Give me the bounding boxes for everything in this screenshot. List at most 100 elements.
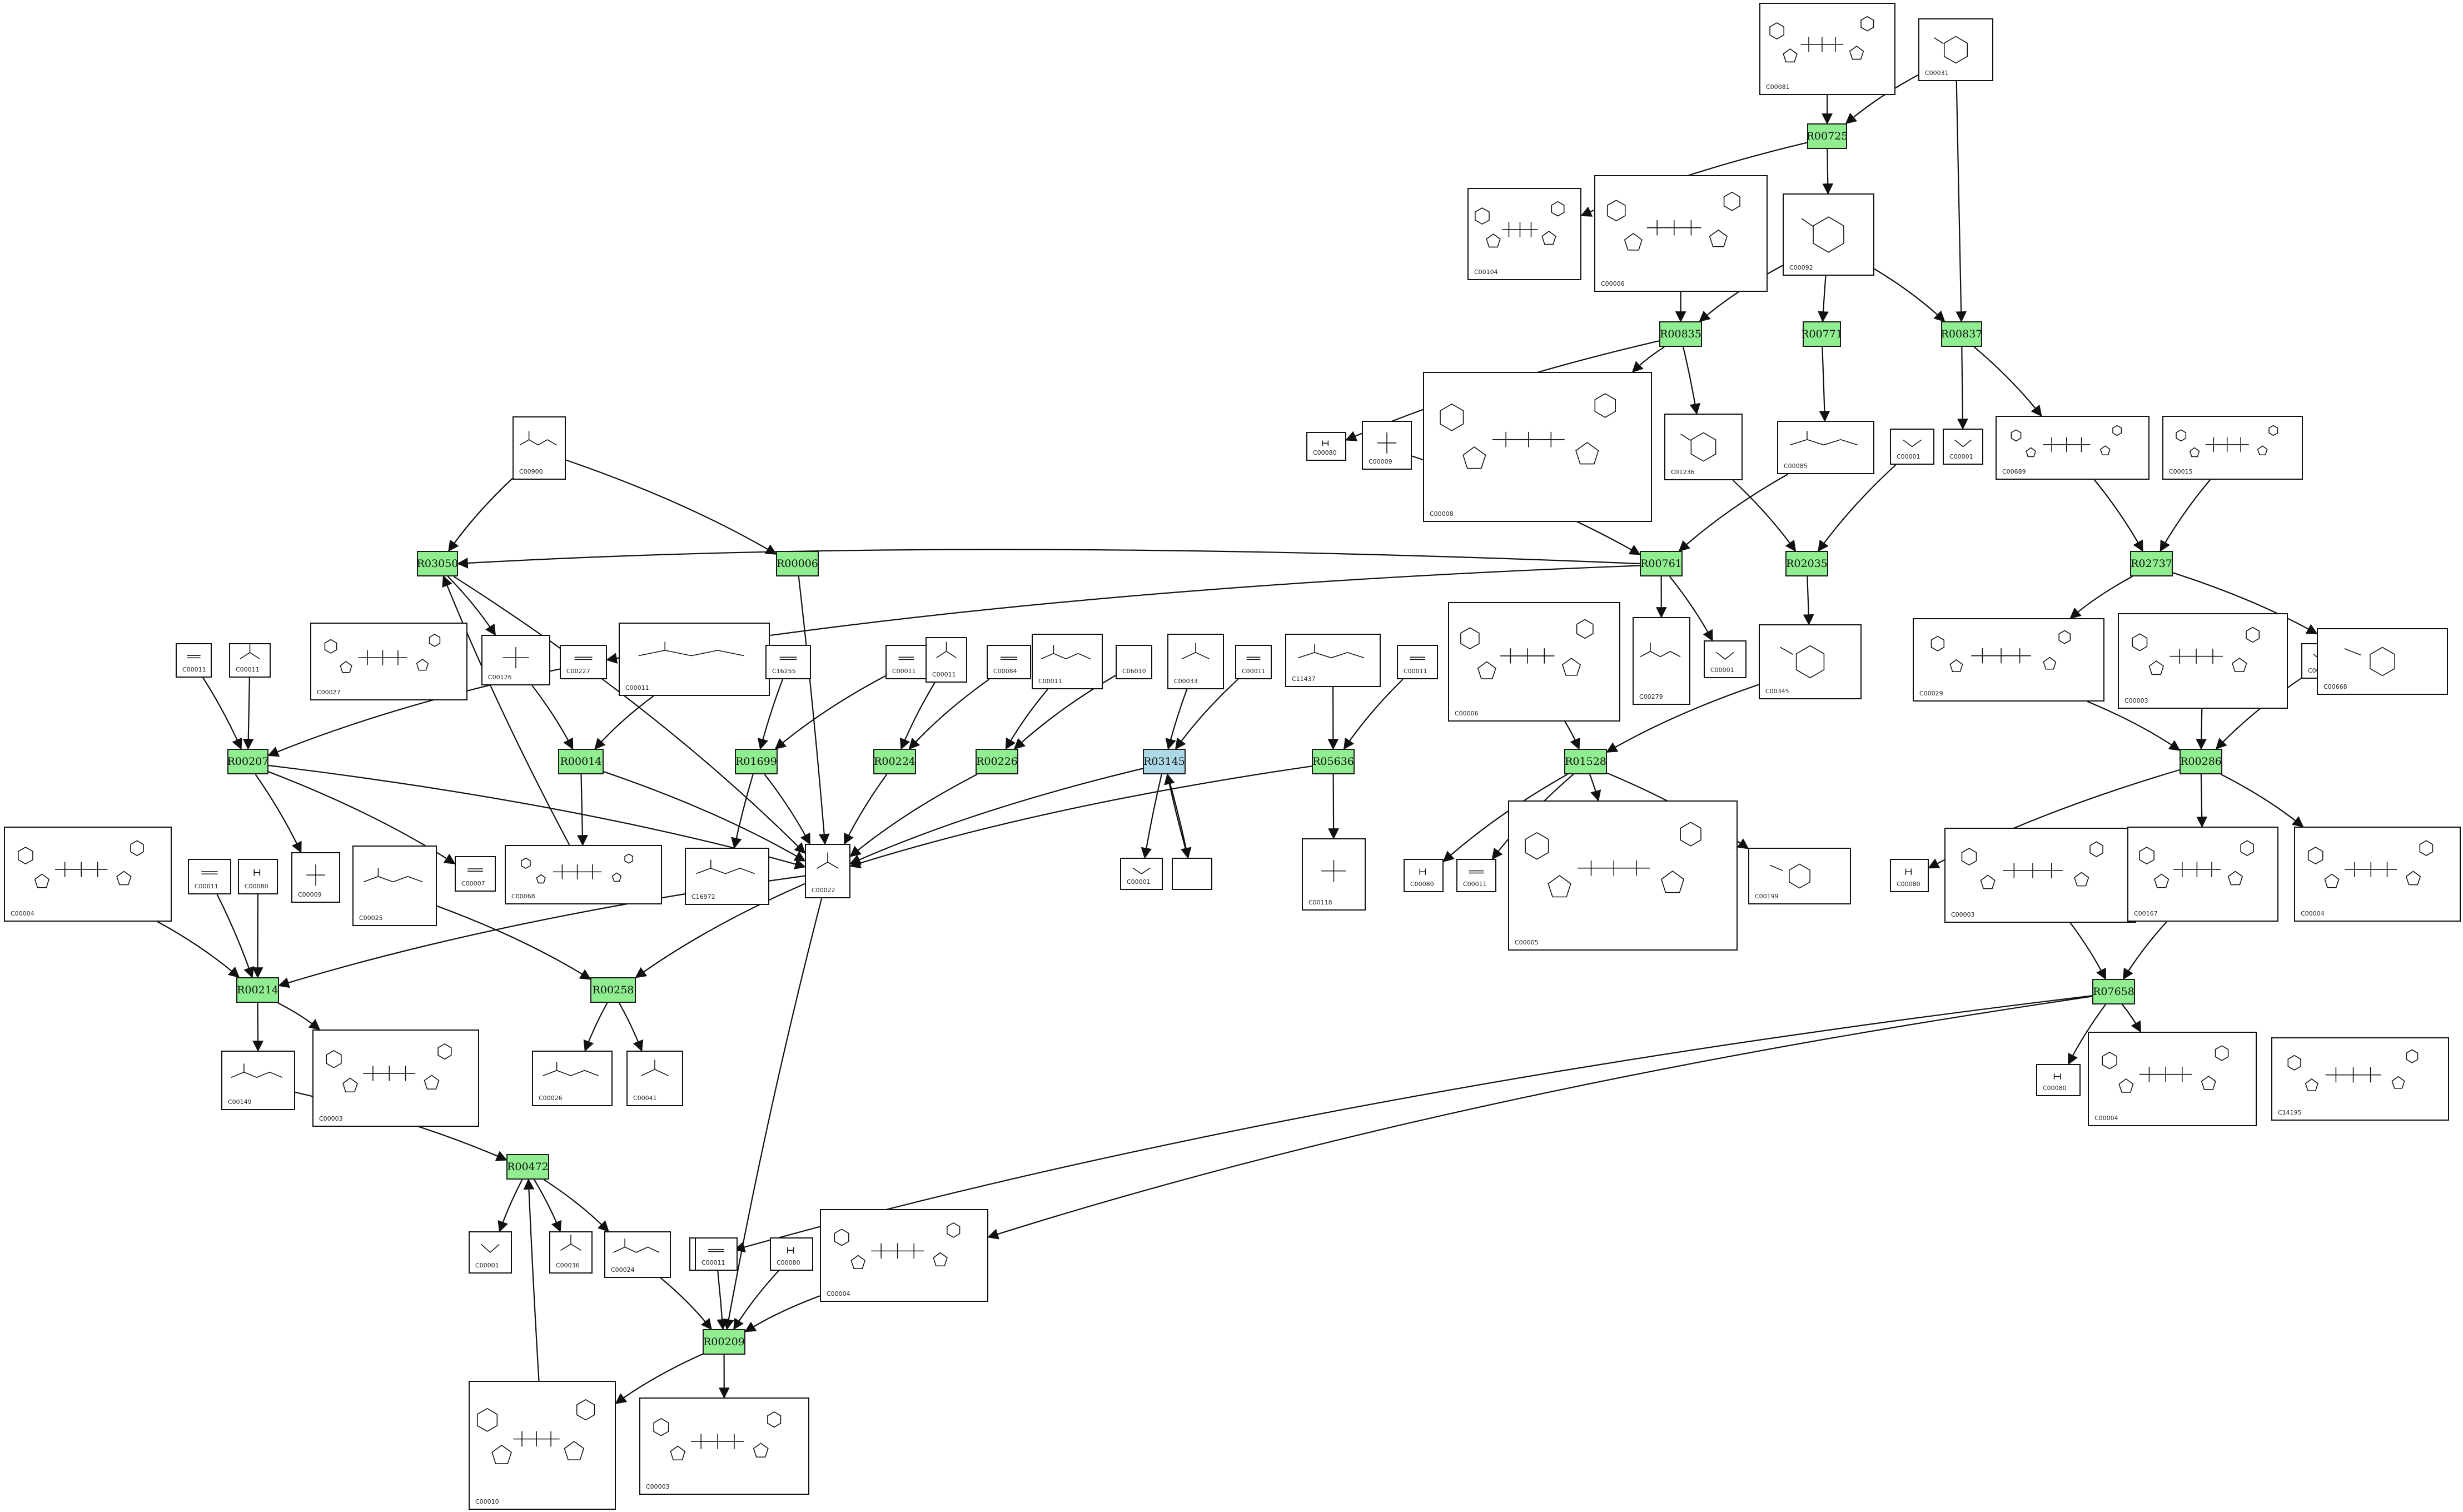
reaction-node[interactable]: R02035 [1785,551,1828,576]
reaction-node[interactable]: R00472 [506,1154,549,1180]
compound-node[interactable]: C00008 [1423,372,1652,522]
compound-node[interactable]: C00167 [2127,827,2278,922]
compound-node[interactable]: C00085 [1777,421,1874,474]
compound-node[interactable]: C00041 [626,1051,683,1106]
compound-node[interactable]: C00025 [352,845,437,926]
compound-node[interactable]: C00092 [1783,193,1874,276]
compound-node[interactable]: C14195 [2271,1037,2449,1121]
compound-node[interactable]: C00024 [604,1231,671,1278]
reaction-node[interactable]: R01699 [735,749,778,774]
compound-node[interactable]: C00033 [1167,634,1224,689]
compound-node[interactable]: C01236 [1664,414,1743,480]
compound-node[interactable]: C00001 [469,1231,512,1274]
compound-node[interactable]: C00022 [805,844,850,898]
reaction-node[interactable]: R05636 [1312,749,1355,774]
compound-id: C00008 [1430,510,1454,518]
compound-node[interactable]: C00001 [1890,429,1934,465]
compound-node[interactable]: C00149 [221,1051,295,1110]
compound-node[interactable]: C00009 [1362,421,1412,470]
compound-node[interactable]: C00104 [1467,188,1581,280]
compound-node[interactable]: C11437 [1285,634,1381,687]
reaction-node[interactable]: R07658 [2092,979,2135,1004]
compound-node[interactable]: C16255 [765,645,811,679]
compound-node[interactable]: C00031 [1918,18,1993,81]
reaction-node[interactable]: R02737 [2130,551,2173,576]
compound-node[interactable]: C00006 [1594,175,1768,292]
compound-node[interactable]: C00011 [1456,859,1496,892]
compound-node[interactable]: C00126 [481,635,550,685]
reaction-node[interactable]: R00226 [976,749,1018,774]
compound-node[interactable]: C00001 [1943,429,1983,465]
compound-node[interactable]: C00080 [1404,859,1444,892]
compound-node[interactable]: C00004 [2088,1032,2257,1126]
compound-node[interactable]: C00011 [619,623,770,696]
compound-node[interactable]: C00010 [469,1381,616,1510]
reaction-node[interactable]: R00725 [1807,123,1848,149]
compound-node[interactable]: C00689 [1996,416,2149,480]
compound-node[interactable]: C00668 [2317,628,2448,695]
compound-node[interactable]: C00029 [1913,618,2104,702]
compound-node[interactable]: C00001 [1120,858,1163,890]
compound-node[interactable]: C00011 [885,645,927,679]
compound-node[interactable]: C00001 [1704,640,1747,678]
compound-node[interactable]: C00011 [926,637,967,683]
reaction-node[interactable]: R00837 [1941,321,1982,347]
compound-node[interactable]: C00004 [4,827,172,922]
compound-node[interactable]: C00011 [188,859,231,894]
compound-node[interactable]: C00027 [310,623,467,700]
compound-node[interactable]: C00003 [2118,613,2288,709]
compound-node[interactable] [1172,858,1212,890]
compound-node[interactable]: C00015 [2162,416,2303,480]
compound-node[interactable]: C00006 [1448,602,1620,722]
reaction-node[interactable]: R00224 [873,749,916,774]
compound-node[interactable]: C00007 [455,856,496,892]
compound-node[interactable]: C00080 [1890,859,1929,892]
compound-node[interactable]: C00026 [532,1051,613,1106]
compound-node[interactable]: C00003 [639,1397,809,1495]
reaction-node[interactable]: R00286 [2180,749,2222,774]
compound-node[interactable]: C00199 [1748,848,1851,904]
compound-node[interactable]: C00004 [2294,827,2461,922]
compound-node[interactable]: C06010 [1116,645,1152,679]
reaction-node[interactable]: R00258 [590,977,636,1003]
compound-node[interactable]: C00084 [987,645,1031,679]
reaction-node[interactable]: R00835 [1659,321,1702,347]
compound-node[interactable]: C00118 [1302,838,1366,911]
reaction-node[interactable]: R01528 [1564,749,1607,774]
reaction-node[interactable]: R00214 [236,977,279,1003]
reaction-edge [594,695,654,750]
reaction-node[interactable]: R00207 [227,749,268,774]
compound-node[interactable]: C00227 [560,645,607,679]
compound-node[interactable]: C00011 [1032,634,1103,689]
compound-node[interactable]: C00011 [229,643,271,678]
compound-node[interactable]: C00005 [1508,800,1738,951]
compound-node[interactable]: C00080 [770,1237,813,1271]
reaction-node[interactable]: R00761 [1640,551,1683,576]
compound-node[interactable]: C16972 [685,848,769,905]
compound-node[interactable]: C00081 [1759,3,1895,95]
reaction-node[interactable]: R03145 [1143,749,1186,774]
reaction-node[interactable]: R00006 [776,551,819,576]
compound-node[interactable]: C00080 [1306,432,1346,461]
reaction-node[interactable]: R00014 [558,749,604,774]
compound-node[interactable]: C00068 [505,845,662,904]
compound-node[interactable]: C00003 [312,1029,479,1127]
reaction-node[interactable]: R00771 [1801,321,1843,347]
compound-node[interactable]: C00011 [176,643,212,678]
compound-node[interactable]: C00279 [1633,617,1690,705]
compound-node[interactable]: C00003 [1944,828,2136,923]
compound-node[interactable]: C00004 [820,1209,988,1302]
compound-node[interactable]: C00900 [512,416,566,480]
reaction-edge [157,921,240,978]
compound-node[interactable]: C00011 [1397,645,1438,679]
compound-node[interactable]: C00009 [291,852,340,903]
compound-node[interactable]: C00080 [2036,1064,2081,1096]
reaction-edge [1606,684,1759,753]
reaction-node[interactable]: R00209 [703,1329,745,1355]
compound-node[interactable]: C00011 [1235,645,1272,679]
compound-node[interactable]: C00011 [695,1237,738,1271]
compound-node[interactable]: C00036 [549,1231,593,1274]
compound-node[interactable]: C00345 [1759,624,1862,699]
compound-node[interactable]: C00080 [238,859,278,894]
reaction-node[interactable]: R03050 [417,551,458,576]
